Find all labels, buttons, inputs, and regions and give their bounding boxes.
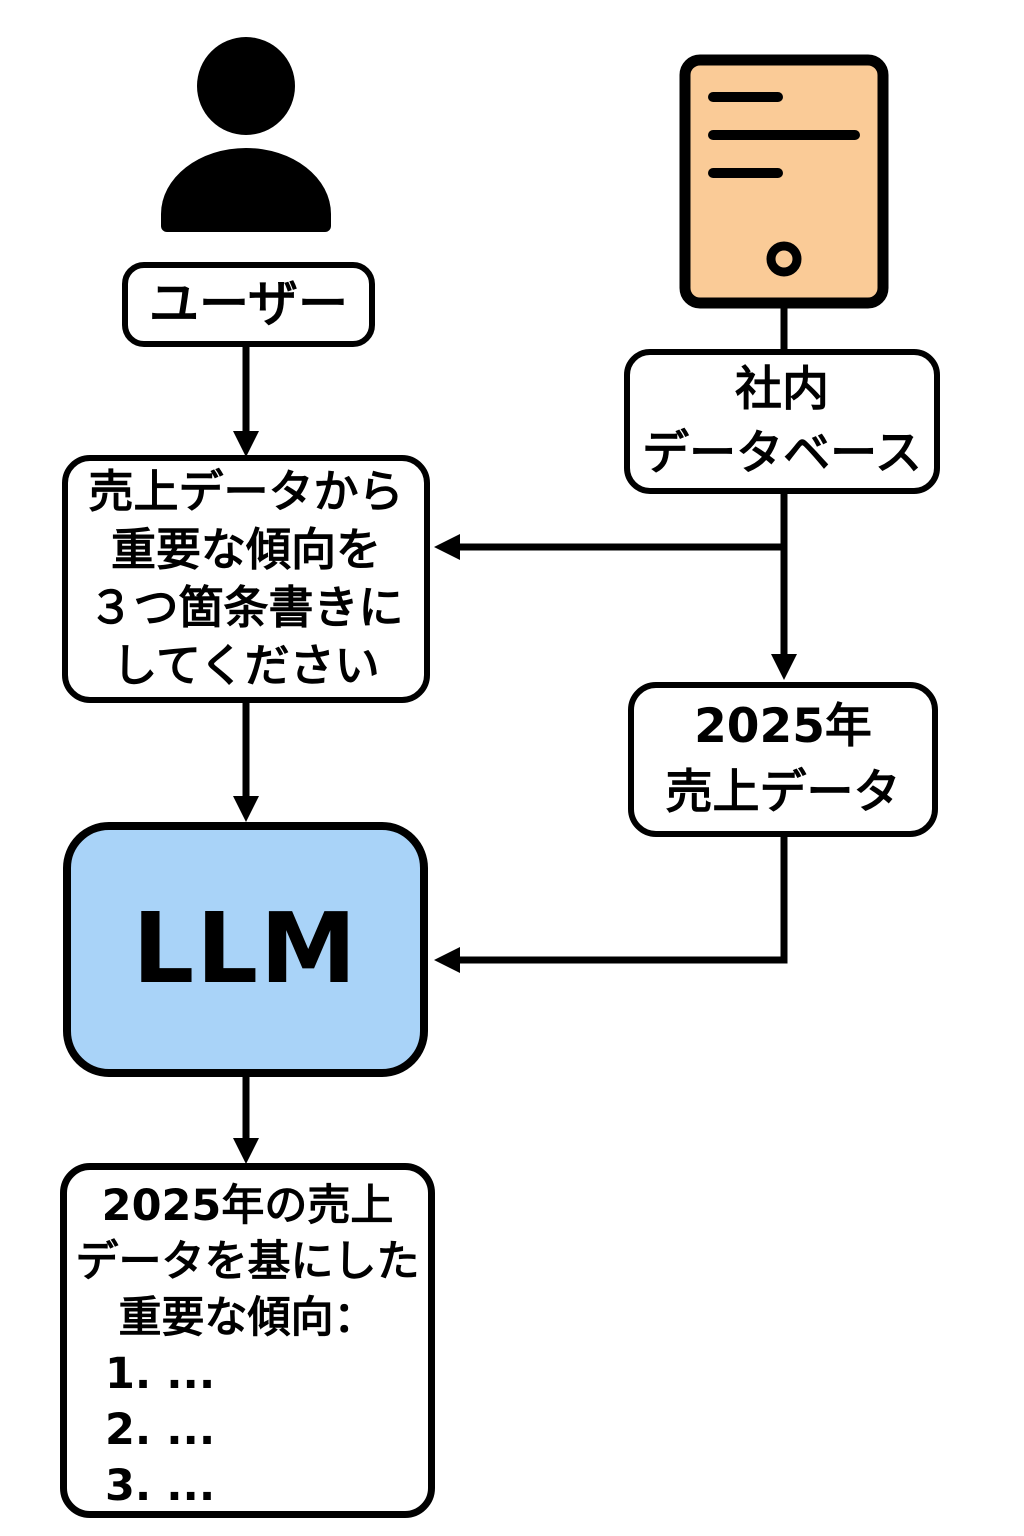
arrowhead-down-icon (771, 654, 797, 680)
user-label-box: ユーザー (122, 262, 375, 347)
person-icon-head (197, 37, 295, 135)
prompt-box: 売上データから 重要な傾向を ３つ箇条書きに してください (62, 455, 430, 703)
arrow-user-to-prompt (233, 347, 259, 457)
server-icon-power-button (766, 241, 802, 277)
llm-box: LLM (63, 822, 428, 1077)
internal-database-line: 社内 (735, 361, 829, 417)
arrowhead-left-icon (434, 947, 460, 973)
prompt-line: 重要な傾向を (110, 523, 381, 576)
arrowhead-down-icon (233, 796, 259, 822)
internal-database-box: 社内 データベース (624, 349, 940, 494)
sales-data-box: 2025年 売上データ (628, 682, 938, 837)
output-line: 重要な傾向： (118, 1293, 377, 1343)
arrow-sales-data-to-llm (434, 837, 788, 973)
connectors (233, 300, 797, 1164)
person-icon-body (161, 148, 331, 232)
arrow-db-to-prompt (434, 534, 784, 560)
arrow-llm-to-output (233, 1077, 259, 1164)
output-line: データを基にした (75, 1237, 420, 1287)
arrowhead-down-icon (233, 431, 259, 457)
arrow-db-to-sales-data (771, 492, 797, 680)
prompt-line: してください (112, 639, 380, 692)
arrow-prompt-to-llm (233, 703, 259, 822)
output-box: 2025年の売上 データを基にした 重要な傾向： 1. ... 2. ... 3… (60, 1163, 435, 1518)
prompt-line: 売上データから (88, 465, 404, 518)
sales-data-line: 2025年 (694, 698, 872, 754)
output-line: 2025年の売上 (101, 1181, 394, 1231)
person-icon (161, 37, 331, 232)
arrowhead-left-icon (434, 534, 460, 560)
internal-database-line: データベース (642, 425, 922, 481)
sales-data-line: 売上データ (665, 764, 901, 820)
output-list-item: 3. ... (105, 1461, 216, 1511)
prompt-line: ３つ箇条書きに (88, 581, 404, 634)
server-icon (679, 54, 889, 309)
output-list-item: 1. ... (105, 1349, 216, 1399)
llm-label: LLM (132, 892, 359, 1006)
arrowhead-down-icon (233, 1138, 259, 1164)
output-list-item: 2. ... (105, 1405, 216, 1455)
user-label-text: ユーザー (149, 275, 348, 333)
